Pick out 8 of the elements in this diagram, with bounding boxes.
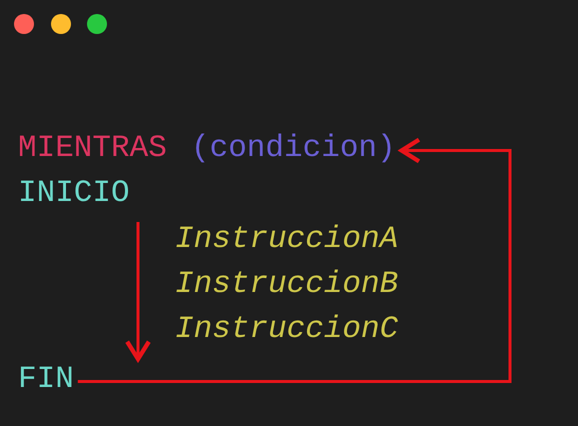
instruction-text: InstruccionC <box>175 314 398 345</box>
loop-arrow <box>78 138 512 383</box>
condition-text: (condicion) <box>191 133 396 164</box>
keyword: INICIO <box>18 178 130 209</box>
instruction-text: InstruccionB <box>175 269 398 300</box>
instruction-text: InstruccionA <box>175 224 398 255</box>
keyword: MIENTRAS <box>18 133 167 164</box>
keyword: FIN <box>18 364 74 395</box>
